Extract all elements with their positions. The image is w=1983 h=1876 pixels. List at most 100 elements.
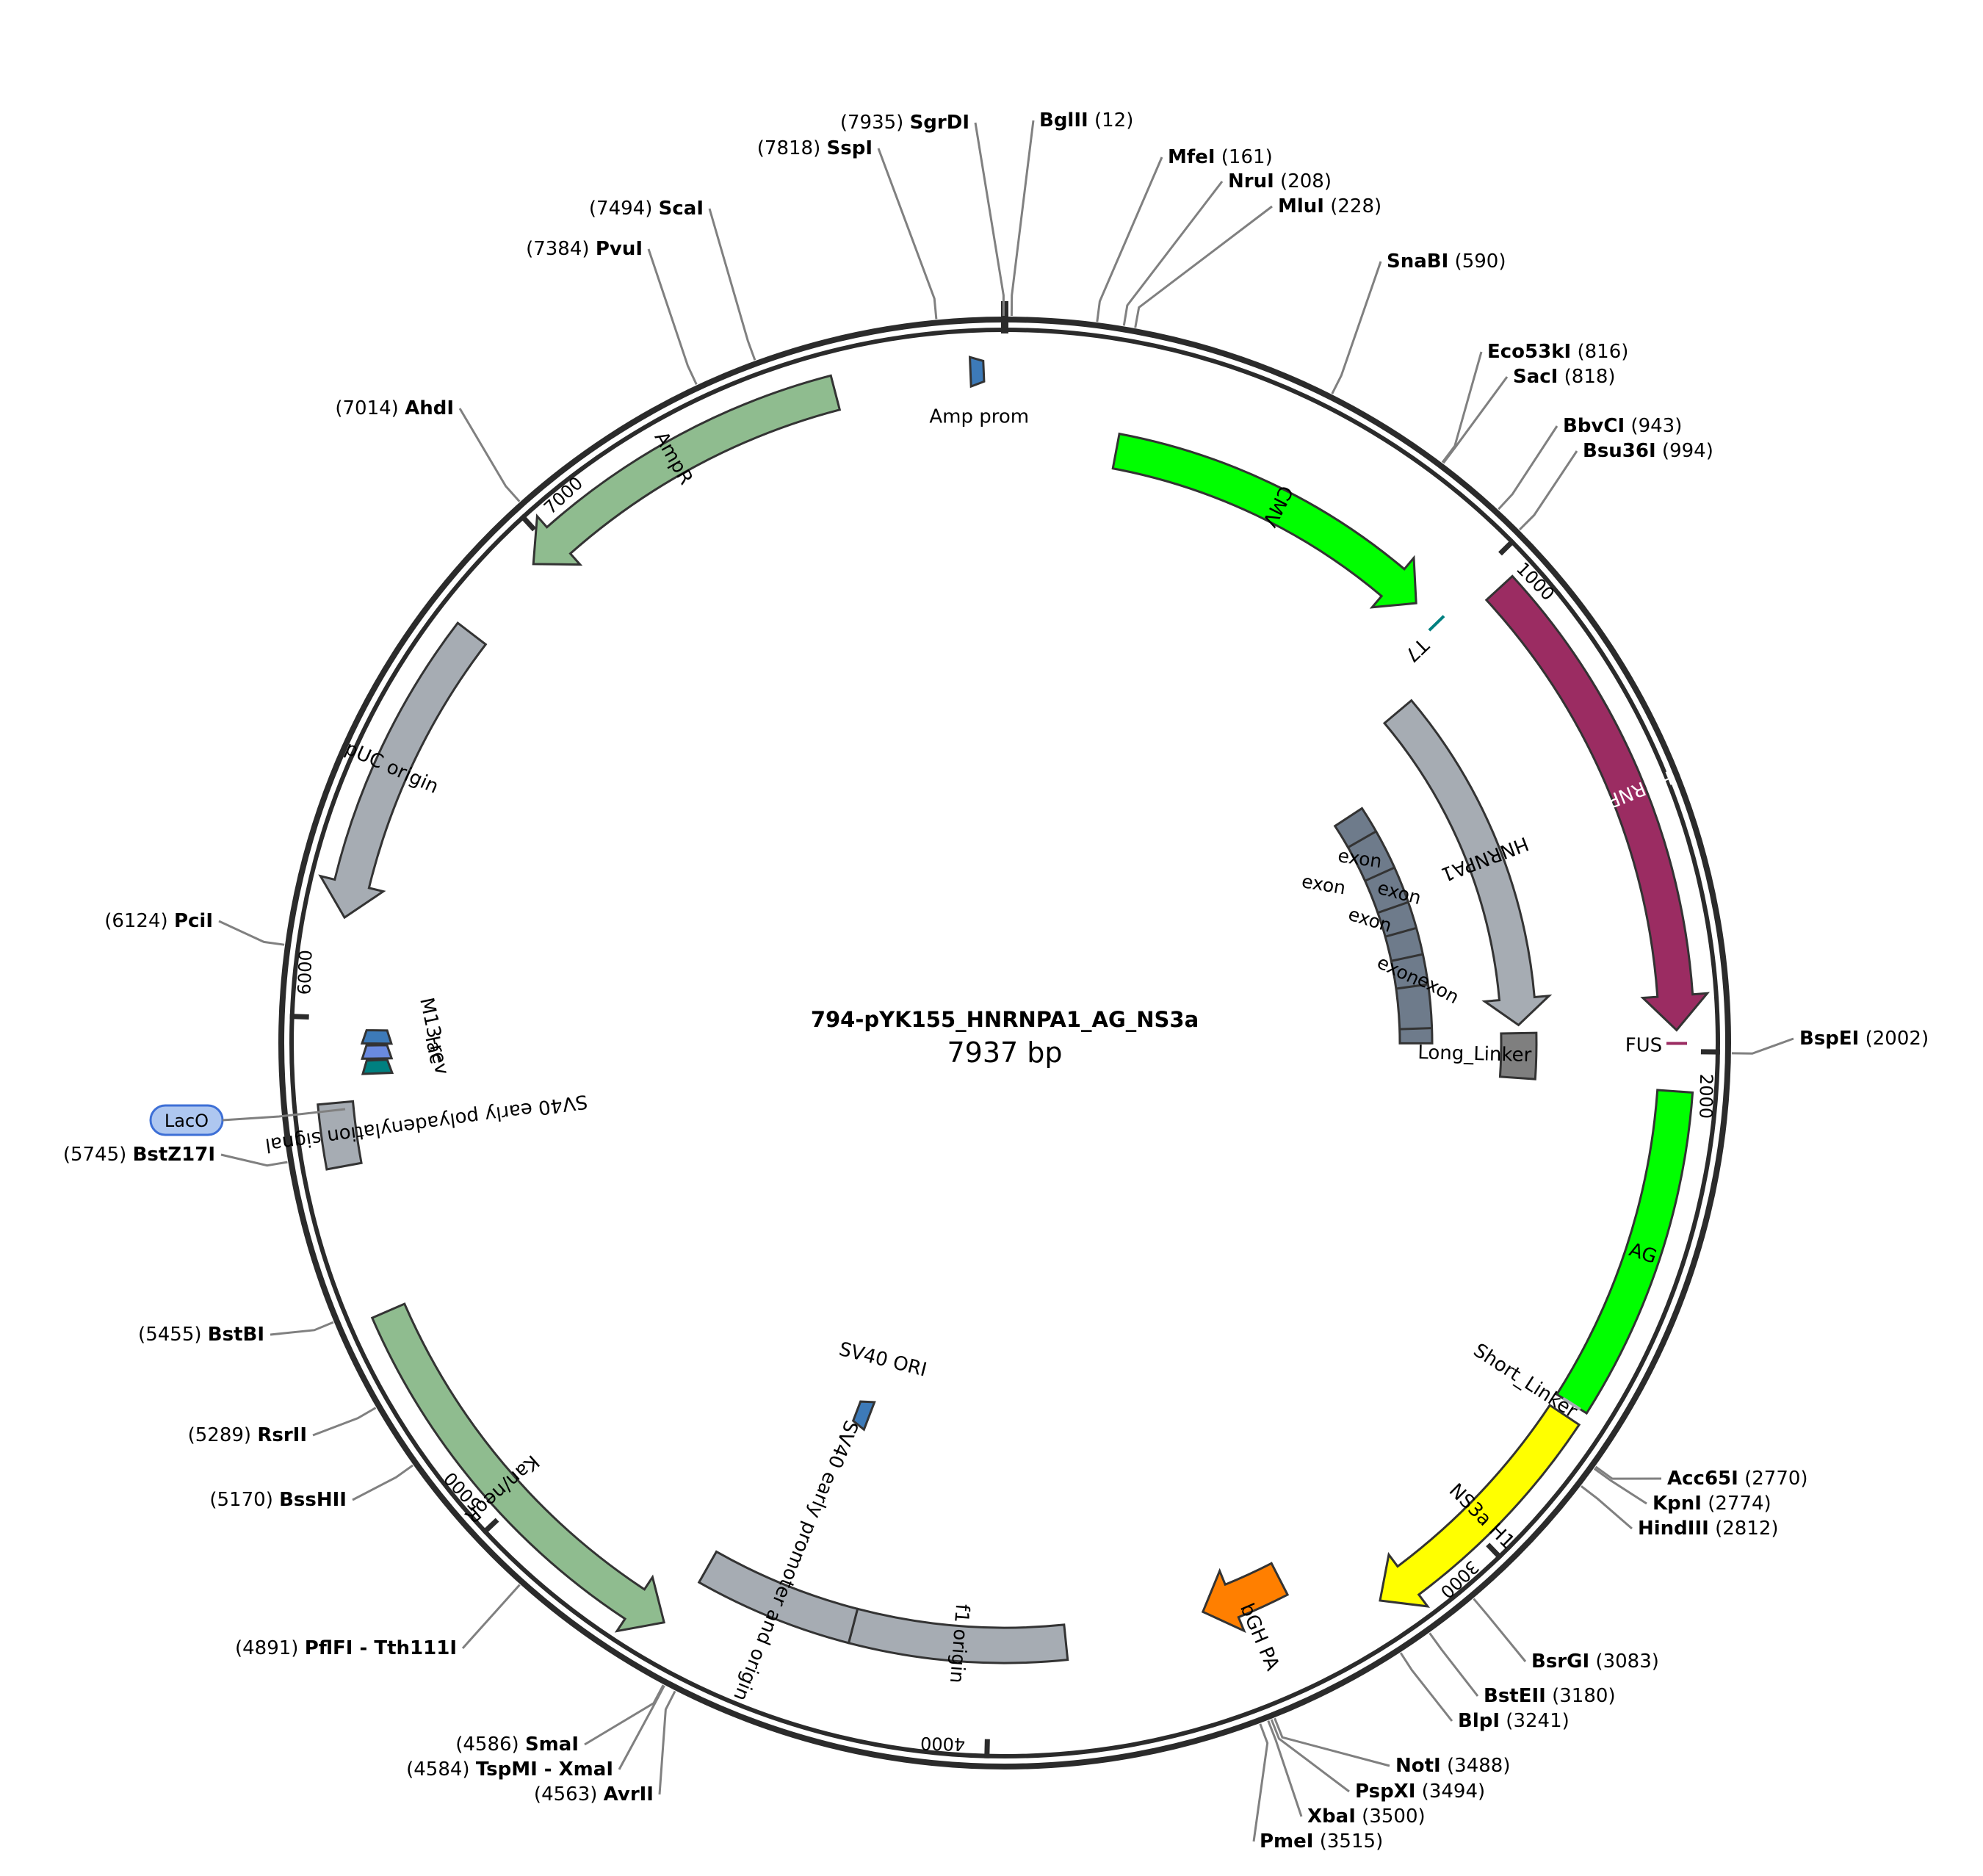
site-label[interactable]: (5455) BstBI bbox=[138, 1324, 264, 1346]
site-paren: ) bbox=[1706, 440, 1713, 462]
site-label[interactable]: MluI (228) bbox=[1278, 195, 1381, 217]
site-position: 4586 bbox=[463, 1734, 511, 1756]
site-position: 590 bbox=[1462, 250, 1499, 273]
site-label[interactable]: BsrGI (3083) bbox=[1531, 1650, 1659, 1673]
site-gap: ) bbox=[590, 1783, 603, 1805]
site-leader-8 bbox=[1331, 261, 1382, 394]
site-position: 5745 bbox=[71, 1144, 119, 1166]
site-label[interactable]: SacI (818) bbox=[1513, 366, 1616, 388]
site-label[interactable]: (6124) PciI bbox=[104, 910, 213, 932]
site-gap: ( bbox=[1274, 170, 1287, 192]
site-label[interactable]: (4563) AvrII bbox=[534, 1783, 654, 1805]
feature-fus[interactable]: FUS bbox=[1625, 1034, 1688, 1057]
site-paren: ) bbox=[1498, 250, 1506, 273]
site-position: 228 bbox=[1337, 195, 1374, 217]
site-label[interactable]: XbaI (3500) bbox=[1307, 1805, 1426, 1828]
site-gap: ( bbox=[1656, 440, 1669, 462]
site-label[interactable]: PmeI (3515) bbox=[1260, 1830, 1383, 1852]
site-label[interactable]: Bsu36I (994) bbox=[1583, 440, 1713, 462]
site-name: SacI bbox=[1513, 366, 1558, 388]
site-name: PmeI bbox=[1260, 1830, 1313, 1852]
site-label[interactable]: BspEI (2002) bbox=[1799, 1028, 1929, 1050]
small-feature-cap[interactable] bbox=[361, 1058, 394, 1075]
tick-4000 bbox=[984, 1739, 990, 1758]
site-paren: ) bbox=[1324, 170, 1332, 192]
site-label[interactable]: BglII (12) bbox=[1039, 109, 1133, 131]
feature-f1-origin[interactable]: f1 origin bbox=[847, 1603, 1069, 1684]
feature-ns3a-h1[interactable]: NS3a H1 bbox=[1379, 1403, 1581, 1608]
site-leader-0 bbox=[1010, 120, 1035, 317]
site-position: 4584 bbox=[413, 1758, 462, 1781]
small-feature-shape-amp-prom bbox=[968, 356, 986, 389]
feature-ag[interactable]: AG bbox=[1555, 1089, 1694, 1415]
site-label[interactable]: (7384) PvuI bbox=[526, 238, 643, 260]
feature-label-t7: T7 bbox=[1400, 633, 1433, 666]
site-label[interactable]: (4586) SmaI bbox=[455, 1734, 579, 1756]
site-label[interactable]: BstEII (3180) bbox=[1484, 1685, 1616, 1707]
site-paren: ) bbox=[1562, 1710, 1570, 1732]
site-name: HindIII bbox=[1638, 1518, 1709, 1540]
site-label[interactable]: (5170) BssHII bbox=[209, 1489, 347, 1511]
feature-sv40-polya[interactable]: SV40 early polyadenylation signal bbox=[264, 1090, 589, 1171]
site-label[interactable]: (7935) SgrDI bbox=[840, 112, 969, 134]
site-label[interactable]: (4584) TspMI - XmaI bbox=[406, 1758, 613, 1781]
site-label[interactable]: Acc65I (2770) bbox=[1667, 1468, 1808, 1490]
site-label[interactable]: (7818) SspI bbox=[757, 137, 873, 159]
site-name: BspEI bbox=[1799, 1028, 1859, 1050]
feature-t7[interactable]: T7 bbox=[1400, 615, 1445, 666]
site-label[interactable]: (5745) BstZ17I bbox=[63, 1144, 215, 1166]
site-paren: ) bbox=[1800, 1468, 1807, 1490]
site-label[interactable]: (4891) PflFI - Tth111I bbox=[235, 1637, 457, 1659]
site-label[interactable]: Eco53kI (816) bbox=[1487, 341, 1628, 363]
site-leader-13 bbox=[1519, 450, 1578, 531]
site-position: 2812 bbox=[1722, 1518, 1771, 1540]
site-gap: ( bbox=[1356, 1805, 1369, 1828]
site-label[interactable]: NruI (208) bbox=[1228, 170, 1332, 192]
feature-label-sv40-polya: SV40 early polyadenylation signal bbox=[264, 1090, 589, 1156]
site-label[interactable]: (7494) ScaI bbox=[589, 198, 704, 220]
site-position: 994 bbox=[1669, 440, 1706, 462]
site-label[interactable]: BbvCI (943) bbox=[1563, 415, 1682, 437]
site-leader-15 bbox=[1731, 1037, 1794, 1055]
site-leader-5 bbox=[1134, 205, 1273, 328]
feature-cmv[interactable]: CMV bbox=[1111, 432, 1417, 609]
site-name: BssHII bbox=[279, 1489, 347, 1511]
site-label[interactable]: HindIII (2812) bbox=[1638, 1518, 1779, 1540]
site-position: 3494 bbox=[1429, 1781, 1478, 1803]
small-feature-label-sv40-ori: SV40 ORI bbox=[837, 1338, 928, 1382]
site-paren: ) bbox=[1621, 341, 1628, 363]
feature-ampr[interactable]: AmpR bbox=[532, 374, 842, 566]
site-gap: ) bbox=[194, 1324, 207, 1346]
site-position: 3488 bbox=[1454, 1755, 1503, 1777]
site-position: 3500 bbox=[1369, 1805, 1417, 1828]
site-name: BbvCI bbox=[1563, 415, 1625, 437]
site-label[interactable]: KpnI (2774) bbox=[1652, 1493, 1771, 1515]
site-label[interactable]: BlpI (3241) bbox=[1458, 1710, 1570, 1732]
site-name: Eco53kI bbox=[1487, 341, 1571, 363]
site-gap: ( bbox=[1589, 1650, 1603, 1673]
site-label[interactable]: NotI (3488) bbox=[1395, 1755, 1510, 1777]
feature-label-sv40-promoter: SV40 early promoter and origin bbox=[729, 1417, 862, 1704]
small-feature-lac[interactable]: lac bbox=[361, 1034, 448, 1066]
small-feature-amp-prom[interactable]: Amp prom bbox=[929, 356, 1029, 428]
site-leader-lines bbox=[218, 120, 1794, 1842]
site-label[interactable]: (7014) AhdI bbox=[335, 397, 454, 419]
site-leader-2 bbox=[877, 148, 938, 320]
feature-long-linker[interactable]: Long_Linker bbox=[1417, 1031, 1538, 1080]
site-gap: ( bbox=[1558, 366, 1571, 388]
site-name: SgrDI bbox=[910, 112, 969, 134]
site-name: MfeI bbox=[1168, 146, 1216, 168]
feature-sv40-promoter[interactable]: SV40 early promoter and origin bbox=[697, 1417, 862, 1704]
site-name: KpnI bbox=[1652, 1493, 1702, 1515]
site-label[interactable]: (5289) RsrII bbox=[188, 1424, 307, 1446]
site-paren: ) bbox=[1608, 366, 1615, 388]
small-feature-sv40-ori[interactable]: SV40 ORI bbox=[837, 1338, 929, 1432]
site-position: 161 bbox=[1229, 146, 1265, 168]
feature-bgh-pa[interactable]: bGH PA bbox=[1201, 1562, 1290, 1674]
tick-7000 bbox=[519, 513, 537, 532]
site-paren: ( bbox=[104, 910, 112, 932]
site-label[interactable]: SnaBI (590) bbox=[1387, 250, 1506, 273]
site-label[interactable]: MfeI (161) bbox=[1168, 146, 1273, 168]
site-label[interactable]: PspXI (3494) bbox=[1355, 1781, 1485, 1803]
